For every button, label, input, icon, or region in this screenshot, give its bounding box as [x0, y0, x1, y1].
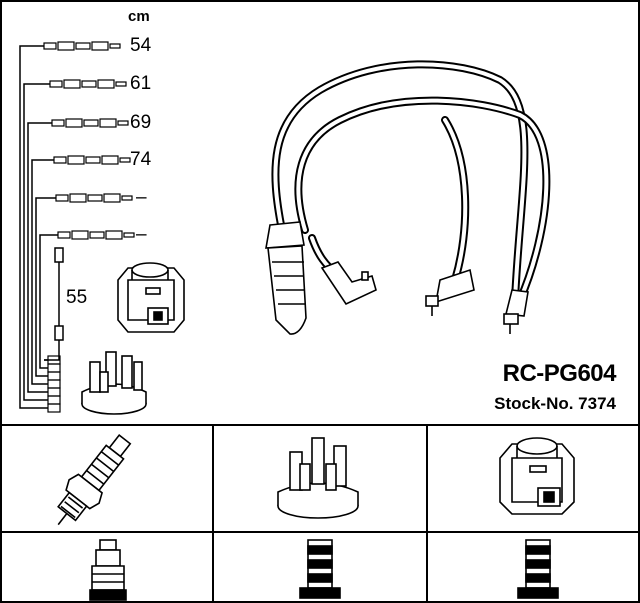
stock-number: Stock-No. 7374 — [494, 394, 616, 413]
cap-terminals — [47, 355, 61, 413]
coil-boot-left — [425, 268, 475, 316]
lead-schematic — [19, 41, 135, 413]
angled-boot — [320, 261, 377, 306]
spark-plug-icon — [57, 434, 132, 526]
plug-boot — [265, 221, 307, 335]
ignition-coil-icon — [499, 437, 575, 515]
lead-length-1: 54 — [130, 35, 152, 56]
ignition-cable-set — [271, 60, 551, 304]
lead-length-4: 74 — [130, 149, 152, 170]
lead-length-2: 61 — [130, 73, 152, 94]
distributor-cap-icon — [277, 437, 359, 519]
lead-connectors — [43, 41, 135, 240]
distributor-cap-icon — [81, 351, 147, 415]
unit-label: cm — [128, 8, 150, 25]
ignition-coil-icon — [117, 262, 185, 333]
lead-length-5: – — [136, 187, 147, 208]
lead-length-3: 69 — [130, 112, 152, 133]
model-number: RC-PG604 — [502, 360, 617, 387]
coil-terminal-icon — [517, 539, 559, 599]
coil-boot-right — [503, 289, 529, 334]
coil-lead — [44, 247, 64, 361]
lead-length-6: – — [136, 224, 147, 245]
cap-terminal-icon — [299, 539, 341, 599]
coil-lead-length: 55 — [66, 287, 88, 308]
plug-terminal-icon — [89, 539, 127, 601]
